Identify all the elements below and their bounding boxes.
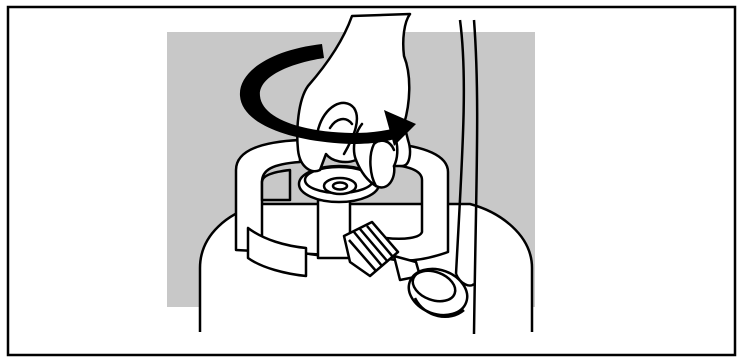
valve-stem — [318, 200, 350, 258]
